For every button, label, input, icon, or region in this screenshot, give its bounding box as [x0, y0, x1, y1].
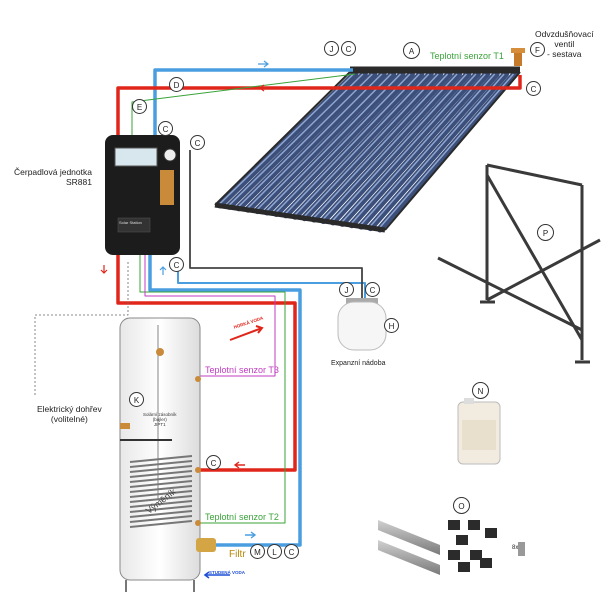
piping [34, 68, 522, 547]
coil-turn [129, 500, 193, 508]
cold-water-label: STUDENÁ VODA [209, 570, 246, 575]
collector-tube [367, 70, 510, 232]
collector-tube [320, 70, 463, 225]
marker-c-tank: C [206, 455, 221, 470]
marker-a: A [403, 42, 420, 59]
collector-tube [263, 70, 406, 216]
collector-tube-highlight [274, 73, 411, 214]
marker-l: L [267, 544, 282, 559]
sensor-t2-label: Teplotní senzor T2 [205, 512, 279, 522]
collector-tube [216, 70, 359, 209]
collector-tube [244, 70, 387, 213]
collector-tube-highlight [302, 73, 439, 219]
marker-c-pump: C [158, 121, 173, 136]
coil-turn [129, 460, 193, 468]
collector-tube-highlight [377, 73, 515, 230]
collector-tube [348, 70, 491, 229]
collector-tube-highlight [349, 73, 486, 226]
collector-bottom-rail [214, 202, 386, 233]
collector-tube-highlight [283, 73, 420, 216]
water-tank [119, 317, 216, 592]
collector-tube-highlight [217, 73, 355, 206]
filter-label: Filtr [229, 549, 246, 560]
coil-turn [129, 470, 193, 478]
gauge-icon [163, 148, 177, 162]
marker-c-line: C [190, 135, 205, 150]
marker-k: K [129, 392, 144, 407]
collector-tube-highlight [340, 73, 477, 224]
marker-o: O [453, 497, 470, 514]
antifreeze-canister [457, 398, 501, 465]
marker-f: F [530, 42, 545, 57]
marker-h: H [384, 318, 399, 333]
collector-tube-highlight [265, 73, 402, 213]
coil-turn [129, 510, 193, 518]
valve-label: Odvzdušňovací ventil - sestava [535, 29, 594, 59]
collector-tube [291, 70, 434, 220]
collector-tube-highlight [293, 73, 430, 217]
sensor-t3-label: Teplotní senzor T3 [205, 365, 279, 375]
collector-tube [254, 70, 397, 215]
collector-tube [338, 70, 481, 227]
collector-tube-highlight [330, 73, 467, 223]
collector-tube [376, 70, 519, 233]
marker-j-vessel: J [339, 282, 354, 297]
coil-turn [129, 495, 193, 503]
pump-brand-label: Solar Station [119, 220, 142, 225]
collector-tube-highlight [312, 73, 449, 220]
flow-arrows [100, 60, 270, 579]
coil-turn [129, 480, 193, 488]
coil-turn [129, 475, 193, 483]
mounting-frame [437, 163, 601, 364]
tank-label: Solární zásobník (bojler) JIPT1 [143, 412, 177, 428]
air-valve-icon [511, 48, 525, 66]
marker-d: D [169, 77, 184, 92]
coil-turn [129, 485, 193, 493]
pump-unit-label: Čerpadlová jednotka SR881 [14, 167, 92, 187]
collector-tube-highlight [255, 73, 392, 212]
coil-turn [129, 515, 193, 523]
collector-tube [310, 70, 453, 223]
coil-turn [129, 490, 193, 498]
collector-tube-highlight [359, 73, 496, 227]
collector-tube [235, 70, 378, 212]
marker-c-filter: C [284, 544, 299, 559]
coil-turn [129, 520, 193, 528]
collector-tube-highlight [246, 73, 383, 210]
electric-heater-label: Elektrický dohřev (volitelné) [37, 404, 102, 424]
solar-collector [214, 66, 521, 233]
collector-tube-highlight [227, 73, 364, 207]
sensor-t1-label: Teplotní senzor T1 [430, 51, 504, 61]
coil-turn [129, 465, 193, 473]
marker-n: N [472, 382, 489, 399]
marker-c-valve: C [526, 81, 541, 96]
filter-icon [196, 538, 216, 552]
marker-c-vessel: C [365, 282, 380, 297]
collector-tube-highlight [368, 73, 505, 229]
collector-tube [329, 70, 472, 226]
coil-turn [129, 455, 193, 463]
marker-e: E [132, 99, 147, 114]
collector-tube-highlight [236, 73, 373, 209]
bolt-icon [518, 542, 525, 556]
collector-tube [357, 70, 500, 230]
marker-j-top: J [324, 41, 339, 56]
expansion-vessel-label: Expanzní nádoba [331, 360, 386, 367]
collector-tube [282, 70, 425, 219]
bracket-count-label: 8x [512, 545, 519, 551]
expansion-vessel [337, 298, 387, 351]
collector-tube [301, 70, 444, 222]
marker-c-below: C [169, 257, 184, 272]
marker-m: M [250, 544, 265, 559]
mounting-rails [378, 520, 525, 575]
coil-turn [129, 505, 193, 513]
marker-p: P [537, 224, 554, 241]
collector-tube [272, 70, 415, 217]
marker-c-top: C [341, 41, 356, 56]
collector-tube [225, 70, 368, 210]
collector-tube-highlight [321, 73, 458, 222]
pump-unit [105, 135, 180, 255]
